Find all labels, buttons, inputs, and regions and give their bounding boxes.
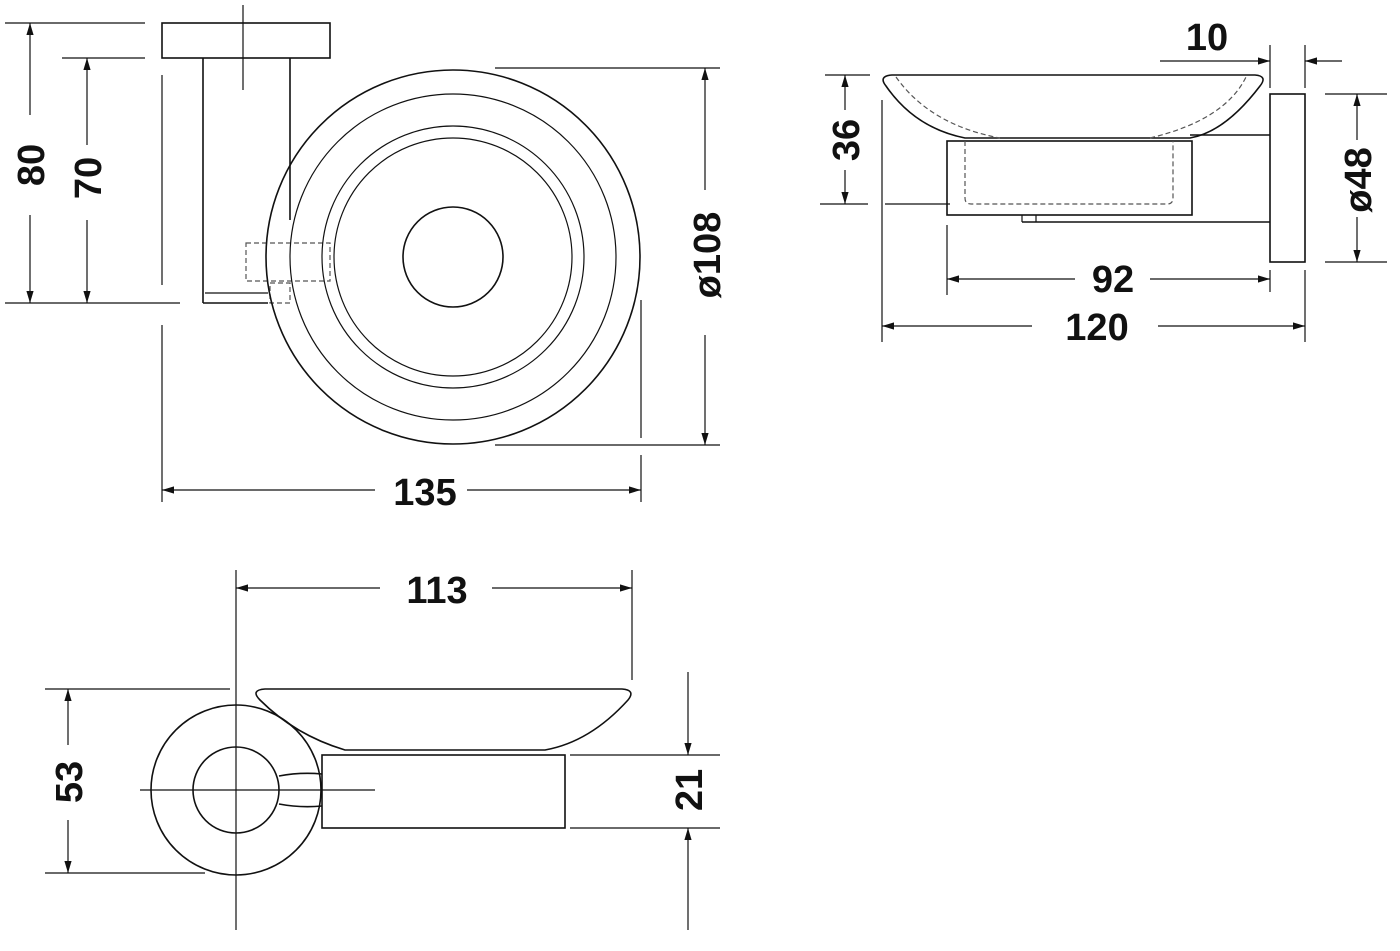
holder-box <box>321 754 566 829</box>
dimension-label: ø48 <box>1338 147 1380 212</box>
dimension-label: 113 <box>406 570 467 612</box>
dimension-48: ø48 <box>1325 93 1387 263</box>
dimension-label: 36 <box>826 119 868 161</box>
soap-dish-circles <box>265 69 641 445</box>
dimension-21: 21 <box>570 672 720 930</box>
front-view: 80 70 ø108 135 <box>5 5 729 514</box>
dimension-36: 36 <box>820 74 950 205</box>
dimension-120: 120 <box>881 100 1306 349</box>
dish-profile <box>882 74 1264 139</box>
dimension-label: 120 <box>1065 307 1128 349</box>
dish-top <box>255 688 632 751</box>
wall-plate <box>1269 93 1306 263</box>
wall-bracket <box>161 5 331 304</box>
dimension-label: 80 <box>11 144 53 186</box>
dimension-108: ø108 <box>495 67 729 446</box>
side-view: 10 36 ø48 92 <box>820 17 1387 349</box>
dimension-135: 135 <box>161 75 642 514</box>
dimension-label: 92 <box>1092 259 1134 301</box>
dimension-label: 135 <box>393 472 456 514</box>
dimension-label: 10 <box>1186 17 1228 59</box>
dimension-80: 80 <box>5 22 180 304</box>
dimension-label: 70 <box>68 157 110 199</box>
dimension-label: 53 <box>49 761 91 803</box>
dimension-label: 21 <box>669 769 711 811</box>
dimension-53: 53 <box>45 688 230 874</box>
dimension-70: 70 <box>62 57 145 303</box>
holder-box <box>946 140 1193 216</box>
dimension-92: 92 <box>946 225 1271 301</box>
dimension-10: 10 <box>1160 17 1342 88</box>
dimension-113: 113 <box>236 570 633 680</box>
dimension-label: ø108 <box>687 212 729 299</box>
top-view: 113 53 21 <box>45 570 720 930</box>
